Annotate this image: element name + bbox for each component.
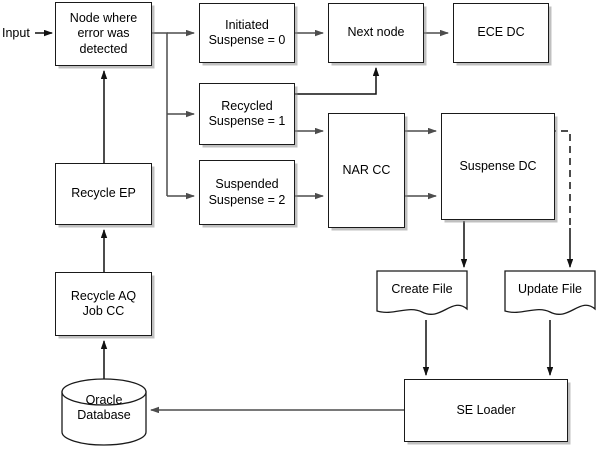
node-next-node-box[interactable]: Next node (328, 3, 424, 63)
node-se-loader-box[interactable]: SE Loader (404, 379, 568, 442)
node-initiated-box[interactable]: Initiated Suspense = 0 (199, 3, 295, 63)
node-error-detected-box[interactable]: Node where error was detected (55, 2, 152, 66)
node-ece-dc-box[interactable]: ECE DC (453, 3, 549, 63)
node-suspense-dc-box[interactable]: Suspense DC (441, 113, 555, 220)
edge-recycled-to-next-node (295, 67, 380, 95)
input-label: Input (2, 26, 30, 40)
node-recycle-ep-box[interactable]: Recycle EP (55, 163, 152, 225)
node-recycled-box[interactable]: Recycled Suspense = 1 (199, 83, 295, 145)
node-suspended-box[interactable]: Suspended Suspense = 2 (199, 160, 295, 225)
node-nar-cc-box[interactable]: NAR CC (328, 113, 405, 228)
node-recycle-aq-job-cc-box[interactable]: Recycle AQ Job CC (55, 272, 152, 336)
edge-node-error-trunk (152, 32, 168, 196)
